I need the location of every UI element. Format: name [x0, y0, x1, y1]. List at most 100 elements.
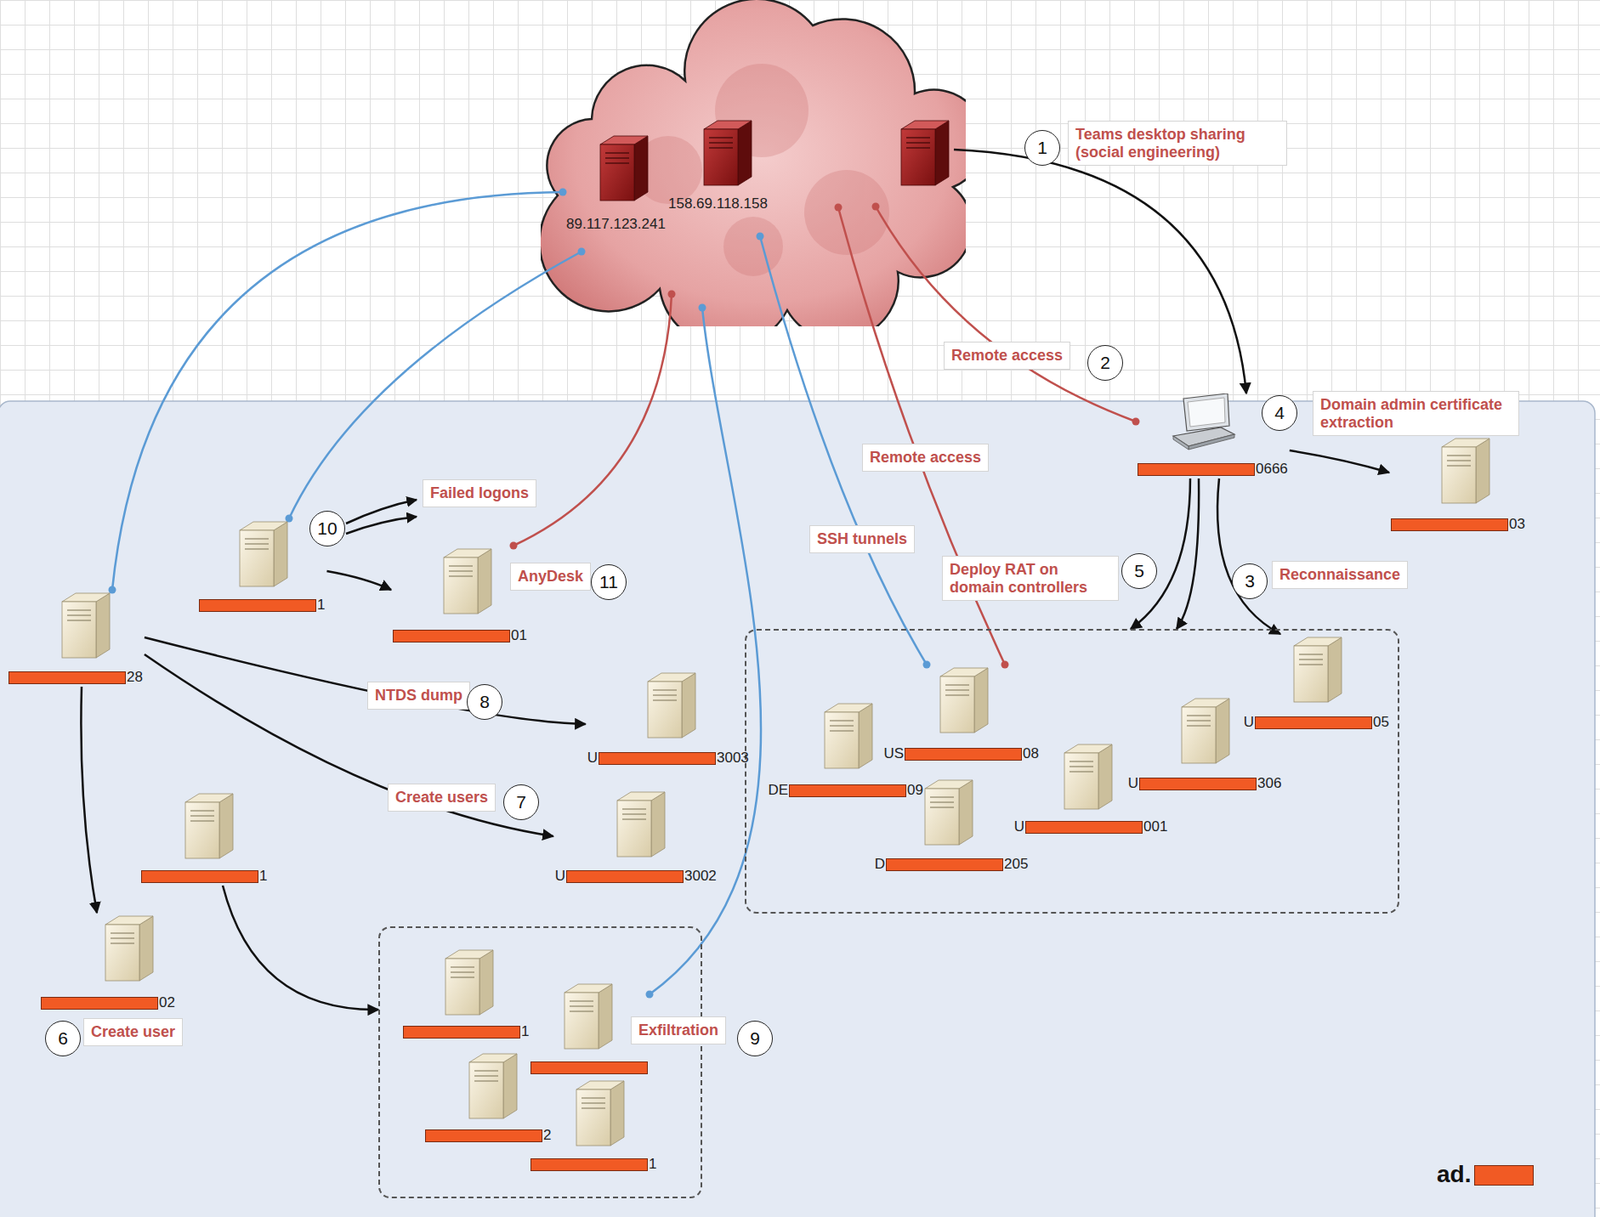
callout-number: 5 [1121, 553, 1158, 590]
host-name: 1 [317, 595, 325, 615]
callout-number: 6 [45, 1021, 81, 1057]
connector-end-dot [510, 542, 518, 551]
redaction-bar [566, 870, 684, 884]
connector [1217, 478, 1281, 635]
host-name: 09 [907, 781, 924, 800]
server-node: 28 [6, 590, 145, 687]
callout-number: 10 [309, 510, 346, 547]
redaction-bar [1390, 518, 1509, 532]
host-name-row: U3003 [587, 748, 749, 768]
domain-region-fill [0, 401, 1595, 1217]
host-name-row: 1 [141, 867, 267, 886]
host-name-row: 03 [1390, 515, 1526, 534]
server-icon [58, 590, 114, 665]
connector [222, 885, 379, 1010]
redaction-bar [530, 1061, 648, 1075]
edge-label: Deploy RAT on domain controllers [941, 556, 1119, 602]
server-node: U3003 [585, 669, 751, 768]
edge-label: Create user [83, 1018, 183, 1047]
connector-end-dot [872, 203, 880, 211]
server-icon [236, 518, 291, 594]
note-label: Failed logons [422, 479, 537, 508]
host-name-row: U306 [1128, 774, 1283, 794]
edge-label: SSH tunnels [809, 525, 915, 554]
host-name: 05 [1373, 713, 1390, 732]
server-icon [613, 788, 669, 864]
host-name: 1 [521, 1022, 529, 1042]
callout-number: 3 [1231, 563, 1268, 600]
connector [326, 571, 392, 591]
connector-end-dot [923, 661, 931, 670]
connector [953, 149, 1247, 394]
host-name: 3003 [716, 748, 749, 768]
host-name: U [1014, 817, 1025, 837]
edge-label: Create users [387, 783, 496, 812]
edge-label: Domain admin certificate extraction [1312, 391, 1520, 437]
callout-number: 9 [737, 1021, 773, 1057]
host-name: DE [767, 781, 789, 800]
redaction-bar [904, 748, 1022, 761]
host-name: 08 [1022, 744, 1039, 764]
server-icon [102, 913, 157, 988]
redaction-bar [402, 1026, 521, 1039]
callout-number: 1 [1024, 130, 1061, 166]
ip-address: 89.117.123.241 [566, 215, 666, 233]
server-icon [921, 777, 976, 852]
edge-label: Teams desktop sharing (social engineerin… [1067, 120, 1288, 166]
connector [112, 192, 563, 591]
host-name-row: 1 [198, 595, 325, 615]
callout-number: 4 [1261, 395, 1298, 432]
laptop-icon [1168, 393, 1237, 457]
host-name: 205 [1004, 855, 1028, 874]
group-box: US08U05DE09U306U001D205 [744, 629, 1400, 914]
callout-number: 11 [590, 564, 627, 601]
host-name: D [874, 855, 886, 874]
connector-end-dot [108, 586, 117, 595]
server-icon [1438, 435, 1493, 511]
edge-label: Reconnaissance [1271, 561, 1408, 590]
redaction-bar [1025, 821, 1143, 835]
server-node: U001 [1012, 741, 1170, 837]
host-name-row: 28 [8, 668, 143, 687]
host-name-row: 1 [530, 1155, 657, 1175]
connector [144, 654, 554, 837]
host-name-row: D 205 [874, 855, 1029, 874]
server-node: U05 [1242, 634, 1391, 732]
connector-end-dot [698, 304, 707, 313]
server-icon [573, 1078, 628, 1153]
edge-label: Remote access [862, 443, 989, 472]
domain-region: ad.06660310128US08U05DE09U306U001D205U30… [0, 401, 1595, 1217]
host-name: 1 [648, 1155, 657, 1175]
redaction-bar [1137, 463, 1255, 477]
edge-label: AnyDesk [510, 562, 591, 591]
redaction-bar [1139, 777, 1257, 791]
host-name-row [530, 1061, 648, 1075]
server-icon [442, 947, 497, 1022]
connector-end-dot [578, 248, 586, 256]
server-node: 03 [1389, 435, 1527, 534]
edge-label: Exfiltration [630, 1016, 727, 1045]
connector [838, 207, 1005, 665]
redaction-bar [40, 997, 159, 1010]
host-name: 02 [158, 993, 176, 1013]
server-node: 1 [528, 1078, 659, 1175]
redaction-bar [1474, 1165, 1534, 1186]
host-name-row: U001 [1014, 817, 1169, 837]
connector [760, 236, 927, 665]
connector-end-dot [834, 204, 843, 212]
server-node: DE 09 [765, 700, 925, 800]
callout-number: 2 [1087, 345, 1124, 381]
connector [80, 686, 97, 914]
server-icon [1178, 695, 1233, 771]
server-node: U306 [1126, 695, 1284, 794]
host-name-row: 1 [402, 1022, 529, 1042]
redaction-bar [425, 1129, 543, 1143]
connector [1130, 478, 1191, 630]
connector-end-dot [559, 188, 568, 197]
connector-end-dot [646, 991, 654, 999]
server-node: 2 [423, 1050, 553, 1146]
host-name-row: 2 [425, 1126, 551, 1146]
connector-end-dot [1001, 661, 1010, 670]
server-icon [440, 545, 495, 621]
